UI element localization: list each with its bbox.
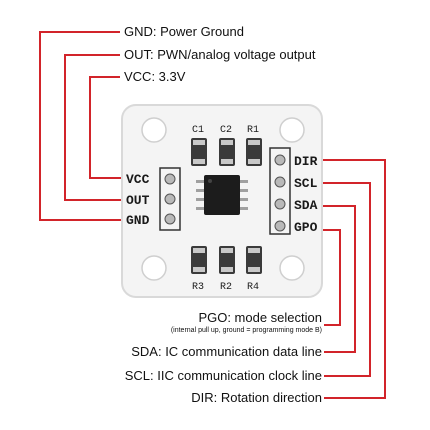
scl-leader-line [322, 182, 371, 377]
component-label-c1: C1 [192, 125, 204, 136]
component-label-r4: R4 [247, 282, 259, 293]
out-description: OUT: PWN/analog voltage output [124, 47, 316, 62]
right-pin-header [269, 147, 291, 235]
component-label-r2: R2 [220, 282, 232, 293]
top-leader-lines [39, 31, 122, 221]
component-label-c2: C2 [220, 125, 232, 136]
pin-pad [274, 220, 286, 232]
sensor-board: C1 C2 R1 R3 R2 R4 VCC OUT GND DIR SCL SD… [121, 104, 323, 298]
dir-leader-line [322, 159, 386, 399]
out-leader-line [64, 54, 122, 201]
pin-label-scl: SCL [294, 176, 318, 191]
pin-pad [164, 193, 176, 205]
sda-description: SDA: IC communication data line [131, 344, 322, 359]
mounting-hole-bottom-left [141, 255, 167, 281]
bottom-leader-lines [322, 159, 386, 399]
gnd-leader-line [39, 31, 122, 221]
mounting-hole-top-right [279, 117, 305, 143]
top-smd-parts [191, 138, 262, 166]
pin-pad [274, 176, 286, 188]
bottom-smd-parts [191, 246, 262, 274]
pin-label-gpo: GPO [294, 220, 318, 235]
vcc-description: VCC: 3.3V [124, 69, 186, 84]
pin-pad [274, 198, 286, 210]
vcc-leader-line [89, 76, 122, 179]
pgo-leader-line [322, 229, 341, 326]
ic-chip [196, 175, 248, 215]
pin-pad [274, 154, 286, 166]
pin-label-vcc: VCC [126, 172, 150, 187]
pin-pad [164, 173, 176, 185]
pin-label-gnd: GND [126, 213, 150, 228]
scl-description: SCL: IIC communication clock line [124, 368, 322, 383]
pin-label-dir: DIR [294, 154, 318, 169]
component-label-r1: R1 [247, 125, 259, 136]
left-pin-header [159, 167, 181, 231]
component-label-r3: R3 [192, 282, 204, 293]
pin-pad [164, 213, 176, 225]
sda-leader-line [322, 205, 356, 353]
mounting-hole-top-left [141, 117, 167, 143]
pin-label-sda: SDA [294, 198, 318, 213]
pgo-description: PGO: mode selection [198, 310, 322, 325]
gnd-description: GND: Power Ground [124, 24, 244, 39]
pin-label-out: OUT [126, 193, 150, 208]
pgo-note: (internal pull up, ground = programming … [170, 327, 322, 334]
mounting-hole-bottom-right [279, 255, 305, 281]
dir-description: DIR: Rotation direction [191, 390, 322, 405]
